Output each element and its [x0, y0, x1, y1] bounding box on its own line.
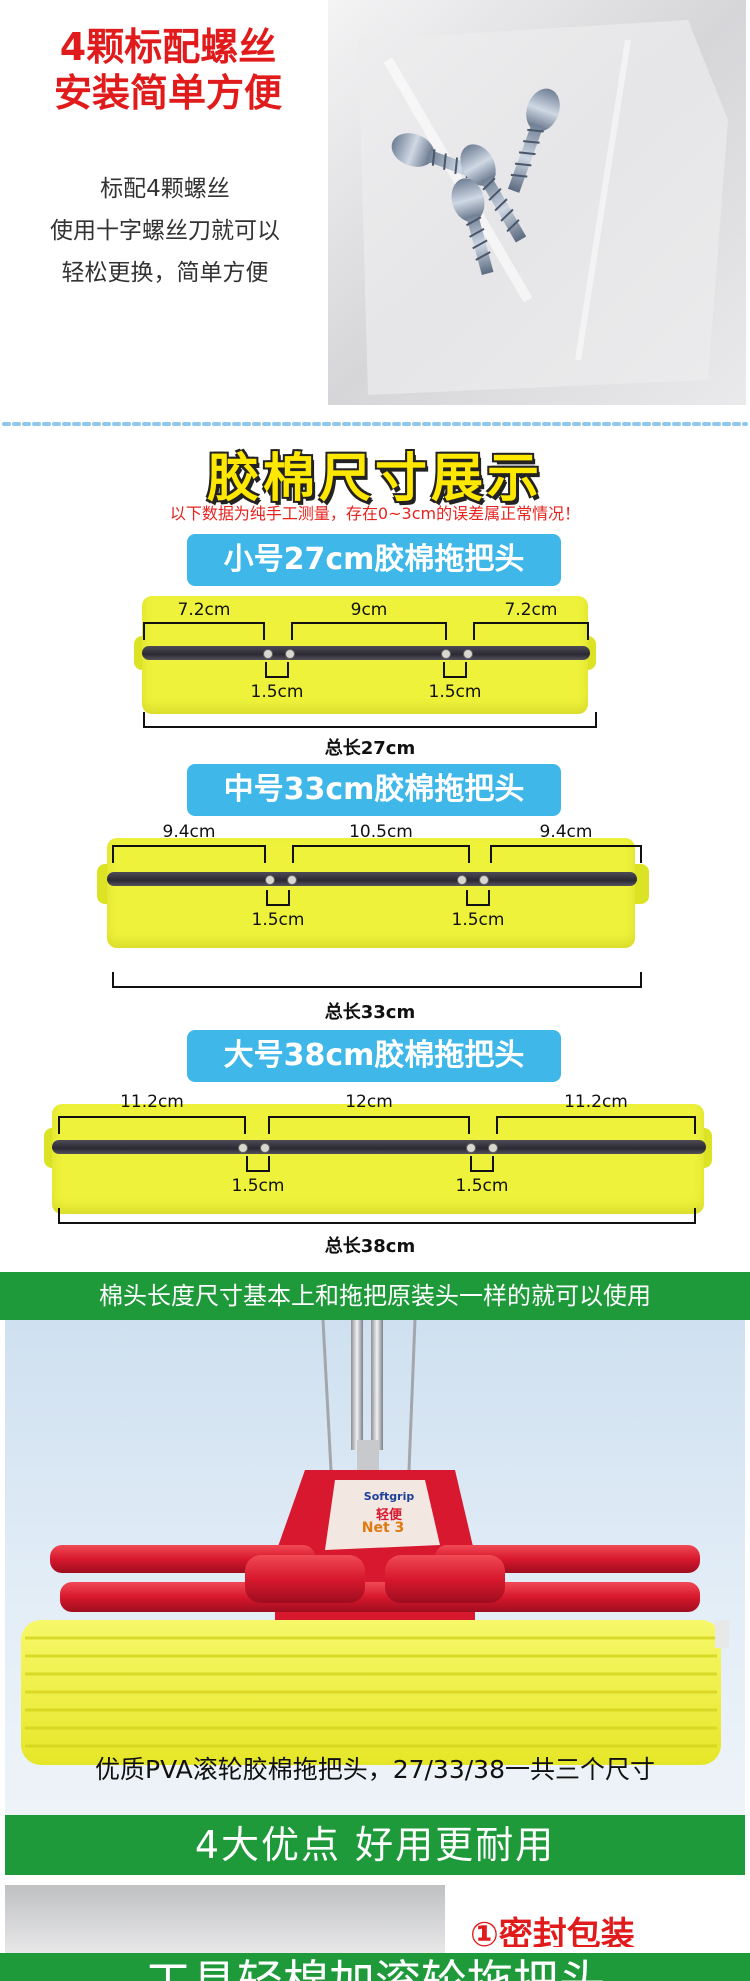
medium-gap-bracket-1 — [266, 890, 290, 906]
large-seg-left: 11.2cm — [120, 1092, 184, 1112]
sponge-large — [42, 1104, 714, 1216]
sizes-note: 以下数据为纯手工测量，存在0~3cm的误差属正常情况！ — [169, 504, 581, 523]
small-seg-right: 7.2cm — [504, 600, 558, 620]
medium-gap-2: 1.5cm — [451, 910, 505, 930]
medium-total: 总长33cm — [324, 1002, 416, 1023]
small-gap-bracket-2 — [443, 662, 467, 678]
large-mid-bracket — [268, 1116, 470, 1134]
screws-desc-1: 标配4颗螺丝 — [100, 176, 230, 202]
large-right-bracket — [496, 1116, 696, 1134]
sponge-medium-rod — [107, 872, 637, 886]
small-total: 总长27cm — [324, 738, 416, 759]
sponge-large-rod — [52, 1140, 706, 1154]
medium-seg-left: 9.4cm — [162, 822, 216, 842]
size-large-label: 大号38cm胶棉拖把头 — [187, 1030, 561, 1082]
usage-banner: 棉头长度尺寸基本上和拖把原装头一样的就可以使用 — [0, 1272, 750, 1320]
small-seg-mid: 9cm — [350, 600, 388, 620]
large-gap-bracket-1 — [246, 1156, 270, 1172]
screws-desc-3: 轻松更换，简单方便 — [61, 260, 269, 286]
sizes-title: 胶棉尺寸展示 — [206, 449, 543, 509]
advantage-preview: ①密封包装 — [0, 1885, 750, 1953]
dotted-divider — [2, 422, 748, 426]
screws-section: 4颗标配螺丝 安装简单方便 标配4颗螺丝 使用十字螺丝刀就可以 轻松更换，简单方… — [0, 0, 750, 410]
screws-bag-image — [328, 0, 746, 405]
small-gap-2: 1.5cm — [428, 682, 482, 702]
small-gap-1: 1.5cm — [250, 682, 304, 702]
small-total-bracket — [143, 712, 597, 728]
small-mid-bracket — [291, 622, 447, 640]
size-medium-label: 中号33cm胶棉拖把头 — [187, 764, 561, 816]
mop-brand: Softgrip — [363, 1490, 415, 1503]
screws-desc-2: 使用十字螺丝刀就可以 — [50, 218, 280, 244]
medium-right-bracket — [490, 845, 642, 863]
bottom-banner-text: 工具轻棉加滚轮拖把头 — [0, 1953, 750, 1981]
screws-headline-2: 安装简单方便 — [53, 71, 282, 115]
sponge-small — [130, 596, 600, 716]
medium-total-bracket — [112, 972, 642, 988]
advantage-preview-text: ①密封包装 — [470, 1915, 635, 1947]
advantage-preview-photo — [5, 1885, 445, 1953]
large-gap-2: 1.5cm — [455, 1176, 509, 1196]
medium-mid-bracket — [292, 845, 470, 863]
small-right-bracket — [473, 622, 589, 640]
advantages-banner: 4大优点 好用更耐用 — [5, 1815, 745, 1875]
small-left-bracket — [143, 622, 265, 640]
mop-net-label: Net 3 — [361, 1520, 405, 1536]
mop-illustration — [21, 1320, 729, 1765]
screws-headline-1: 4颗标配螺丝 — [59, 25, 277, 69]
mop-photo: Softgrip 轻便 Net 3 — [5, 1320, 745, 1815]
large-total: 总长38cm — [324, 1236, 416, 1257]
sponge-medium — [95, 838, 650, 950]
mop-brand-cn: 轻便 — [375, 1508, 402, 1523]
large-gap-bracket-2 — [470, 1156, 494, 1172]
bottom-banner: 工具轻棉加滚轮拖把头 — [0, 1953, 750, 1981]
large-seg-mid: 12cm — [345, 1092, 393, 1112]
large-gap-1: 1.5cm — [231, 1176, 285, 1196]
small-gap-bracket-1 — [265, 662, 289, 678]
medium-gap-1: 1.5cm — [251, 910, 305, 930]
large-seg-right: 11.2cm — [564, 1092, 628, 1112]
mop-caption: 优质PVA滚轮胶棉拖把头，27/33/38一共三个尺寸 — [95, 1755, 655, 1784]
medium-seg-mid: 10.5cm — [349, 822, 413, 842]
medium-gap-bracket-2 — [466, 890, 490, 906]
screws-bag-illustration — [328, 0, 746, 405]
small-seg-left: 7.2cm — [177, 600, 231, 620]
medium-seg-right: 9.4cm — [539, 822, 593, 842]
large-left-bracket — [58, 1116, 246, 1134]
medium-left-bracket — [112, 845, 266, 863]
large-total-bracket — [58, 1208, 696, 1224]
sponge-small-rod — [142, 646, 590, 660]
size-small-label: 小号27cm胶棉拖把头 — [187, 534, 561, 586]
